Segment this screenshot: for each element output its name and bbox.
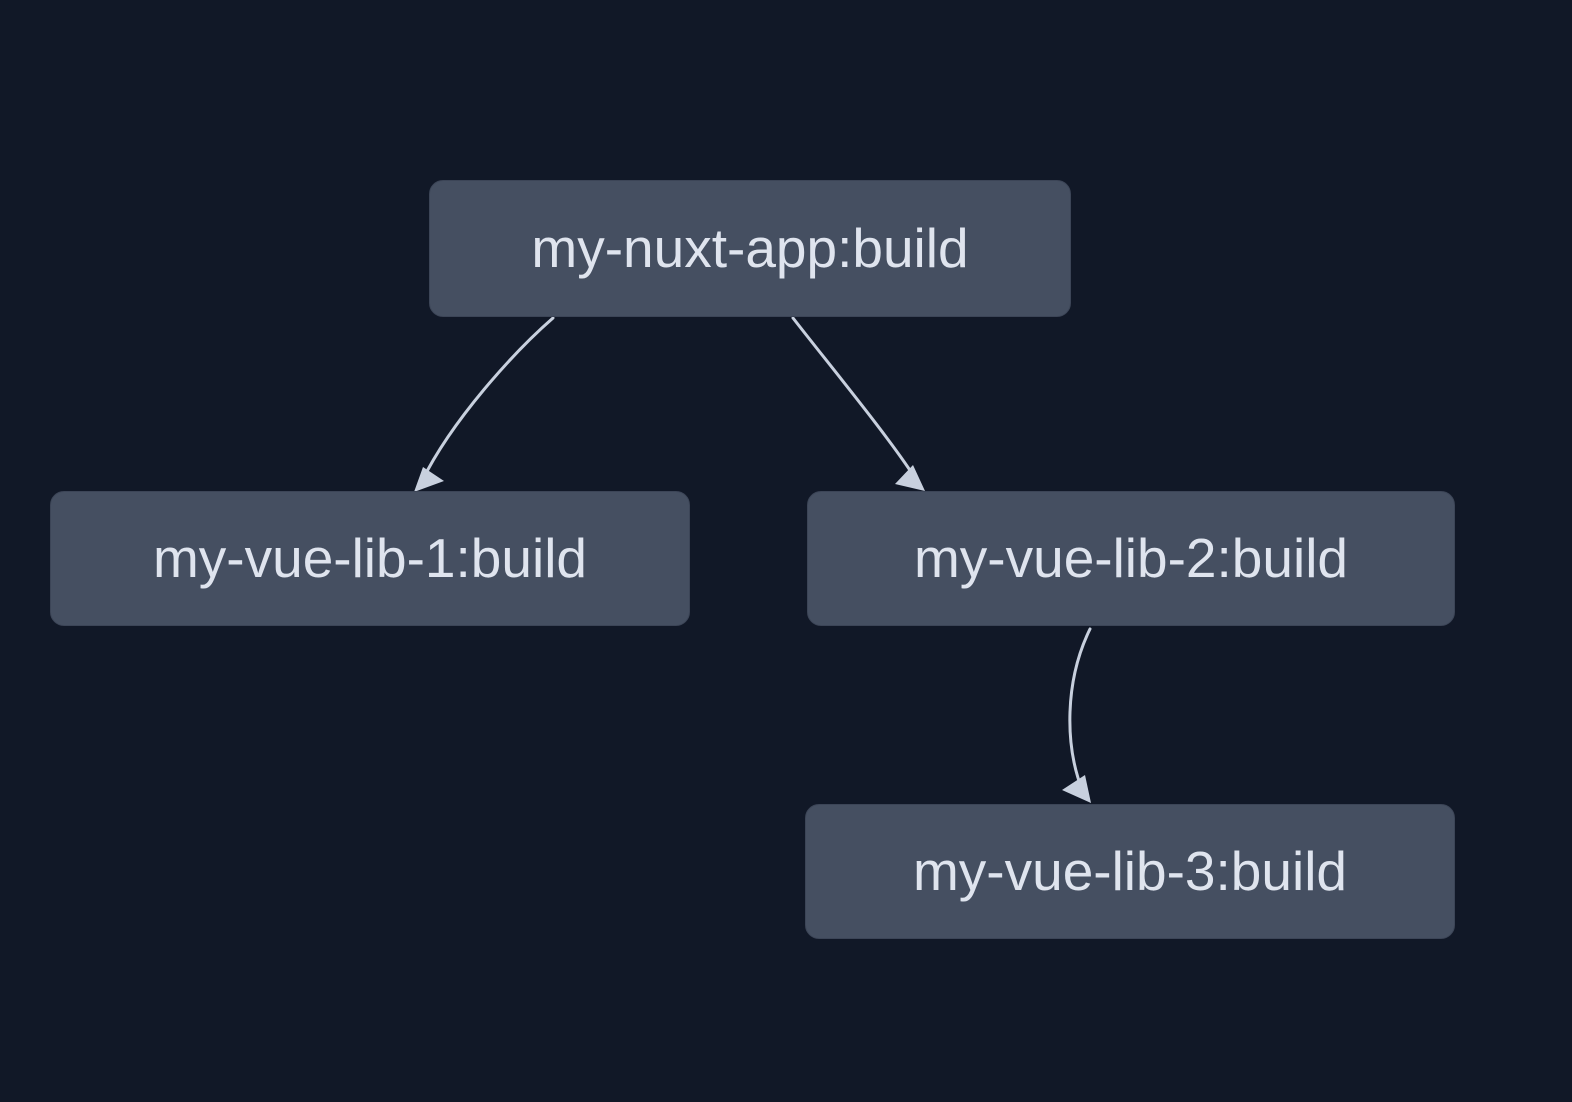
edge-lib-2-to-lib-3-arrowhead xyxy=(1062,775,1091,803)
graph-node-my-vue-lib-2-build[interactable]: my-vue-lib-2:build xyxy=(807,491,1455,626)
graph-node-label: my-vue-lib-3:build xyxy=(912,840,1348,902)
edge-nuxt-app-to-lib-1-arrowhead xyxy=(414,467,444,492)
graph-node-my-nuxt-app-build[interactable]: my-nuxt-app:build xyxy=(429,180,1071,317)
edge-nuxt-app-to-lib-2-line xyxy=(791,316,919,483)
graph-node-label: my-nuxt-app:build xyxy=(531,217,969,279)
graph-node-label: my-vue-lib-2:build xyxy=(913,527,1349,589)
graph-node-my-vue-lib-1-build[interactable]: my-vue-lib-1:build xyxy=(50,491,690,626)
edge-nuxt-app-to-lib-1-line xyxy=(420,316,555,483)
edge-lib-2-to-lib-3-line xyxy=(1068,627,1092,794)
edge-nuxt-app-to-lib-1 xyxy=(414,316,555,492)
graph-node-my-vue-lib-3-build[interactable]: my-vue-lib-3:build xyxy=(805,804,1455,939)
edge-lib-2-to-lib-3 xyxy=(1062,627,1092,803)
graph-node-label: my-vue-lib-1:build xyxy=(152,527,588,589)
edge-nuxt-app-to-lib-2-arrowhead xyxy=(895,465,925,491)
edge-nuxt-app-to-lib-2 xyxy=(791,316,925,491)
